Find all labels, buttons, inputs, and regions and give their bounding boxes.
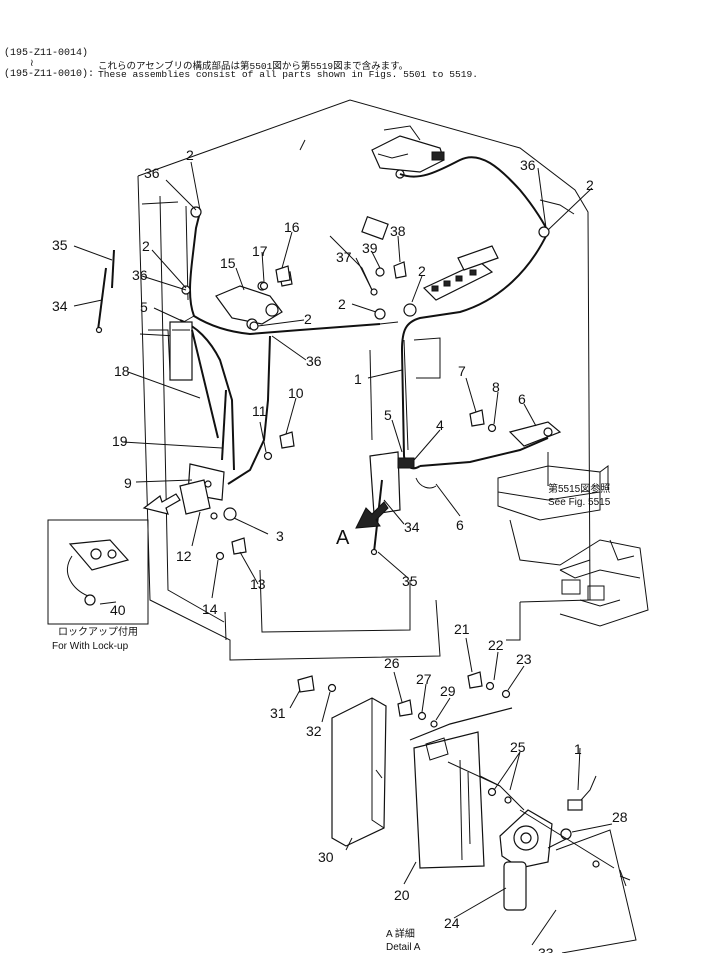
detail-a-jp: A 詳細 bbox=[386, 927, 415, 940]
callout-13: 13 bbox=[250, 576, 266, 592]
bolts-16-17 bbox=[259, 265, 291, 291]
callout-40: 40 bbox=[110, 602, 126, 618]
callout-labels: 2 36 35 2 36 34 5 17 16 15 2 36 18 19 9 … bbox=[52, 147, 628, 953]
callout-20: 20 bbox=[394, 887, 410, 903]
callout-36: 36 bbox=[144, 165, 160, 181]
callout-34: 34 bbox=[52, 298, 68, 314]
wire-harness bbox=[139, 156, 549, 489]
callout-15: 15 bbox=[220, 255, 236, 271]
callout-3: 3 bbox=[276, 528, 284, 544]
callout-10: 10 bbox=[288, 385, 304, 401]
callout-1: 1 bbox=[574, 741, 582, 757]
direction-arrow-left bbox=[142, 493, 181, 515]
callout-38: 38 bbox=[390, 223, 406, 239]
connector-6 bbox=[508, 421, 562, 447]
callout-29: 29 bbox=[440, 683, 456, 699]
callout-21: 21 bbox=[454, 621, 470, 637]
callout-36: 36 bbox=[520, 157, 536, 173]
callout-23: 23 bbox=[516, 651, 532, 667]
callout-30: 30 bbox=[318, 849, 334, 865]
header-english-note: These assemblies consist of all parts sh… bbox=[98, 69, 478, 80]
callout-34: 34 bbox=[404, 519, 420, 535]
callout-9: 9 bbox=[124, 475, 132, 491]
callout-2: 2 bbox=[338, 296, 346, 312]
lockup-caption-jp: ロックアップ付用 bbox=[58, 625, 138, 638]
callout-2: 2 bbox=[418, 263, 426, 279]
callout-2: 2 bbox=[586, 177, 594, 193]
callout-35: 35 bbox=[52, 237, 68, 253]
bracket-right bbox=[369, 451, 415, 515]
callout-22: 22 bbox=[488, 637, 504, 653]
callout-4: 4 bbox=[436, 417, 444, 433]
callout-36: 36 bbox=[306, 353, 322, 369]
detail-a-en: Detail A bbox=[386, 942, 421, 953]
lockup-inset bbox=[47, 519, 149, 625]
callout-26: 26 bbox=[384, 655, 400, 671]
callout-1: 1 bbox=[354, 371, 362, 387]
cab-outline bbox=[137, 99, 591, 661]
callout-25: 25 bbox=[510, 739, 526, 755]
wiper-arm-left bbox=[191, 329, 227, 461]
top-lamp-assembly bbox=[371, 125, 445, 179]
callout-37: 37 bbox=[336, 249, 352, 265]
callout-8: 8 bbox=[492, 379, 500, 395]
header-code-2: (195-Z11-0010): bbox=[4, 69, 95, 80]
wiper-bracket-9 bbox=[179, 463, 237, 521]
callout-5: 5 bbox=[140, 299, 148, 315]
callout-24: 24 bbox=[444, 915, 460, 931]
leader-lines bbox=[73, 161, 613, 946]
callout-18: 18 bbox=[114, 363, 130, 379]
callout-7: 7 bbox=[458, 363, 466, 379]
callout-6: 6 bbox=[518, 391, 526, 407]
callout-12: 12 bbox=[176, 548, 192, 564]
callout-27: 27 bbox=[416, 671, 432, 687]
header-code-1: (195-Z11-0014) bbox=[4, 48, 89, 59]
see-fig-jp: 第5515図参照 bbox=[548, 482, 610, 495]
engine-block bbox=[497, 465, 649, 627]
callout-39: 39 bbox=[362, 240, 378, 256]
callout-14: 14 bbox=[202, 601, 218, 617]
captions: 第5515図参照 See Fig. 5515 ロックアップ付用 For With… bbox=[52, 482, 611, 953]
switch-panel bbox=[422, 245, 499, 301]
bolts-10-14 bbox=[215, 431, 295, 561]
callout-28: 28 bbox=[612, 809, 628, 825]
callout-35: 35 bbox=[402, 573, 418, 589]
view-arrow-a bbox=[355, 501, 389, 529]
part-35-left bbox=[95, 249, 115, 334]
detail-a-assembly bbox=[297, 671, 637, 953]
header-japanese-note: これらのアセンブリの構成部品は第5501図から第5519図まで含みます。 bbox=[98, 61, 409, 72]
callout-2: 2 bbox=[304, 311, 312, 327]
callout-31: 31 bbox=[270, 705, 286, 721]
callout-17: 17 bbox=[252, 243, 268, 259]
callout-5: 5 bbox=[384, 407, 392, 423]
callout-32: 32 bbox=[306, 723, 322, 739]
callout-36: 36 bbox=[132, 267, 148, 283]
cover-box-left bbox=[169, 321, 193, 381]
callout-19: 19 bbox=[112, 433, 128, 449]
callout-6: 6 bbox=[456, 517, 464, 533]
callout-33: 33 bbox=[538, 945, 554, 953]
header-tilde: ≀ bbox=[30, 59, 34, 70]
callout-11: 11 bbox=[252, 403, 267, 419]
lockup-caption-en: For With Lock-up bbox=[52, 641, 129, 652]
bolts-7-8 bbox=[469, 409, 497, 433]
see-fig-en: See Fig. 5515 bbox=[548, 497, 611, 508]
view-label-a: A bbox=[336, 527, 350, 549]
callout-2: 2 bbox=[142, 238, 150, 254]
callout-16: 16 bbox=[284, 219, 300, 235]
callout-2: 2 bbox=[186, 147, 194, 163]
